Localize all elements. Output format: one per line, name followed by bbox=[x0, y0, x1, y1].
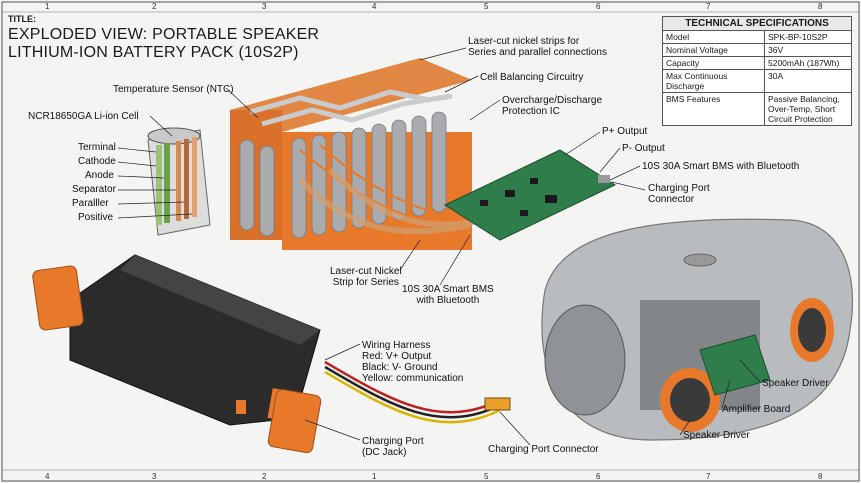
grid-top-7: 7 bbox=[706, 2, 711, 11]
label-overcharge-ic: Overcharge/Discharge Protection IC bbox=[502, 95, 603, 117]
spec-key: Capacity bbox=[662, 56, 765, 70]
label-bms-bt-bottom: 10S 30A Smart BMS with Bluetooth bbox=[402, 284, 494, 306]
label-charging-port-connector: Charging Port Connector bbox=[488, 444, 599, 455]
label-red-wire: Red: V+ Output bbox=[362, 351, 432, 362]
grid-top-5: 5 bbox=[484, 2, 489, 11]
spec-key: Model bbox=[662, 30, 765, 44]
label-cell-balancing: Cell Balancing Circuitry bbox=[480, 72, 584, 83]
label-separator: Separator bbox=[72, 184, 116, 195]
spec-value: Passive Balancing, Over-Temp, Short Circ… bbox=[764, 92, 852, 126]
label-black-wire: Black: V- Ground bbox=[362, 362, 438, 373]
label-charging-port-dc: Charging Port (DC Jack) bbox=[362, 436, 424, 458]
grid-top-2: 2 bbox=[152, 2, 157, 11]
title-label: TITLE: bbox=[8, 14, 36, 24]
spec-value: 36V bbox=[764, 43, 852, 57]
grid-top-6: 6 bbox=[596, 2, 601, 11]
label-p-minus: P- Output bbox=[622, 143, 665, 154]
grid-bottom-7: 7 bbox=[706, 472, 711, 481]
label-amplifier-board: Amplifier Board bbox=[722, 404, 791, 415]
label-paralller: Paralller bbox=[72, 198, 109, 209]
label-p-plus: P+ Output bbox=[602, 126, 648, 137]
title-line-2: LITHIUM-ION BATTERY PACK (10S2P) bbox=[8, 44, 299, 61]
grid-bottom-8: 8 bbox=[818, 472, 823, 481]
end-cap-left bbox=[32, 265, 84, 331]
speaker-body bbox=[541, 218, 854, 441]
charging-port-connector-plug bbox=[484, 397, 511, 411]
wiring-harness bbox=[324, 360, 501, 424]
grid-bottom-1: 4 bbox=[45, 472, 50, 481]
spec-key: BMS Features bbox=[662, 92, 765, 126]
spec-value: 30A bbox=[764, 69, 852, 93]
grid-top-3: 3 bbox=[262, 2, 267, 11]
grid-bottom-5: 5 bbox=[484, 472, 489, 481]
grid-bottom-4: 1 bbox=[372, 472, 377, 481]
label-cathode: Cathode bbox=[78, 156, 116, 167]
label-speaker-driver-top: Speaker Driver bbox=[762, 378, 829, 389]
label-charging-port-connector-r: Charging Port Connector bbox=[648, 183, 710, 205]
grid-top-8: 8 bbox=[818, 2, 823, 11]
label-temp-sensor: Temperature Sensor (NTC) bbox=[113, 84, 234, 95]
nickel-strip-ribbons bbox=[297, 167, 491, 235]
grid-bottom-2: 3 bbox=[152, 472, 157, 481]
label-terminal: Terminal bbox=[78, 142, 116, 153]
label-positive: Positive bbox=[78, 212, 114, 223]
spec-value: SPK-BP-10S2P bbox=[764, 30, 852, 44]
label-cell-name: NCR18650GA Li-ion Cell bbox=[28, 111, 139, 122]
bms-board bbox=[443, 149, 617, 241]
label-nickel-strips-top: Laser-cut nickel strips for Series and p… bbox=[468, 36, 607, 58]
spec-table-heading: TECHNICAL SPECIFICATIONS bbox=[662, 16, 852, 31]
grid-bottom-3: 2 bbox=[262, 472, 267, 481]
spec-key: Nominal Voltage bbox=[662, 43, 765, 57]
spec-value: 5200mAh (187Wh) bbox=[764, 56, 852, 70]
grid-top-1: 1 bbox=[45, 2, 50, 11]
label-wiring-harness: Wiring Harness bbox=[362, 340, 431, 351]
grid-bottom-6: 6 bbox=[596, 472, 601, 481]
single-cell bbox=[147, 127, 211, 236]
grid-top-4: 4 bbox=[372, 2, 377, 11]
title-line-1: EXPLODED VIEW: PORTABLE SPEAKER bbox=[8, 26, 320, 43]
label-speaker-driver-bottom: Speaker Driver bbox=[683, 430, 750, 441]
leader-lines bbox=[117, 47, 761, 446]
spec-key: Max Continuous Discharge bbox=[662, 69, 765, 93]
label-yellow-wire: Yellow: communication bbox=[362, 373, 464, 384]
label-nickel-series: Laser-cut Nickel Strip for Series bbox=[330, 266, 402, 288]
label-bms-bt: 10S 30A Smart BMS with Bluetooth bbox=[642, 161, 800, 172]
page-title: EXPLODED VIEW: PORTABLE SPEAKER LITHIUM-… bbox=[8, 26, 319, 62]
label-anode: Anode bbox=[85, 170, 114, 181]
end-cap-right bbox=[267, 389, 322, 454]
